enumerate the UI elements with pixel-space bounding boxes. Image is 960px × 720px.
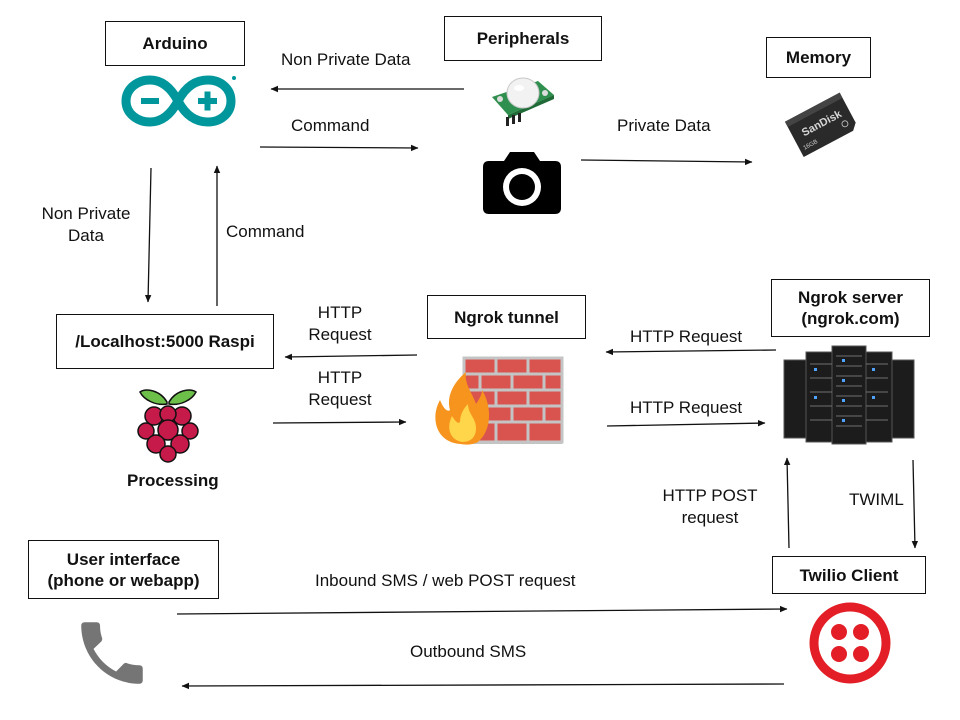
- arduino-logo-icon: [121, 75, 236, 127]
- twilio-title: Twilio Client: [799, 565, 899, 585]
- label-peripherals-to-arduino: Non Private Data: [281, 50, 411, 69]
- label-raspi-to-tunnel: HTTP Request: [300, 367, 380, 411]
- label-tunnel-to-raspi-line1: HTTP: [317, 303, 363, 322]
- arduino-box: Arduino: [105, 21, 245, 66]
- ngrok-server-title-line2: (ngrok.com): [801, 309, 900, 328]
- label-twilio-to-server-line1: HTTP POST: [662, 486, 758, 505]
- arrow-arduino-to-peripherals: [259, 144, 419, 152]
- arrow-server-to-tunnel: [605, 348, 777, 356]
- memory-title: Memory: [785, 48, 852, 67]
- arrow-ui-to-twilio: [176, 605, 788, 615]
- label-server-to-twilio: TWIML: [849, 490, 904, 509]
- phone-icon: [81, 622, 143, 684]
- label-arduino-to-raspi-line2: Data: [68, 226, 104, 245]
- ngrok-server-title-line1: Ngrok server: [798, 288, 903, 307]
- user-interface-title-line2: (phone or webapp): [47, 570, 200, 590]
- label-tunnel-to-server: HTTP Request: [630, 398, 743, 417]
- label-tunnel-to-raspi: HTTP Request: [300, 302, 380, 346]
- pir-sensor-icon: [492, 77, 554, 126]
- memory-box: Memory: [766, 37, 871, 78]
- label-arduino-to-peripherals: Command: [291, 116, 370, 135]
- label-raspi-to-tunnel-line1: HTTP: [317, 368, 363, 387]
- label-twilio-to-server: HTTP POST request: [650, 485, 770, 529]
- label-raspi-to-arduino: Command: [226, 222, 305, 241]
- label-camera-to-memory: Private Data: [617, 116, 711, 135]
- label-twilio-to-ui: Outbound SMS: [410, 642, 527, 661]
- arrow-tunnel-to-raspi: [284, 353, 418, 361]
- arrow-server-to-twilio: [911, 459, 919, 549]
- ngrok-tunnel-title: Ngrok tunnel: [454, 307, 559, 327]
- firewall-icon: [435, 356, 564, 445]
- arrow-raspi-to-tunnel: [272, 418, 407, 426]
- label-arduino-to-raspi: Non Private Data: [36, 203, 136, 247]
- arrow-twilio-to-server: [783, 457, 791, 549]
- label-ui-to-twilio: Inbound SMS / web POST request: [315, 571, 576, 590]
- user-interface-box: User interface (phone or webapp): [28, 540, 219, 599]
- ngrok-tunnel-box: Ngrok tunnel: [427, 295, 586, 339]
- label-raspi-to-tunnel-line2: Request: [308, 390, 372, 409]
- twilio-box: Twilio Client: [772, 556, 926, 594]
- label-arduino-to-raspi-line1: Non Private: [41, 204, 131, 223]
- server-rack-icon: [783, 345, 915, 445]
- arrow-tunnel-to-server: [606, 419, 766, 427]
- raspi-box: /Localhost:5000 Raspi: [56, 314, 274, 369]
- raspberry-pi-icon: [137, 389, 199, 463]
- peripherals-box: Peripherals: [444, 16, 602, 61]
- ngrok-server-box: Ngrok server (ngrok.com): [771, 279, 930, 337]
- label-server-to-tunnel: HTTP Request: [630, 327, 743, 346]
- camera-icon: [483, 152, 561, 214]
- raspi-caption: Processing: [127, 471, 219, 490]
- arrow-arduino-to-raspi: [144, 167, 152, 303]
- peripherals-title: Peripherals: [476, 29, 570, 48]
- raspi-title: /Localhost:5000 Raspi: [75, 332, 255, 351]
- sd-card-icon: SanDisk 16GB: [784, 92, 856, 158]
- label-twilio-to-server-line2: request: [681, 508, 739, 527]
- label-tunnel-to-raspi-line2: Request: [308, 325, 372, 344]
- arrow-twilio-to-ui: [181, 682, 785, 690]
- user-interface-title-line1: User interface: [66, 549, 181, 569]
- arduino-title: Arduino: [142, 34, 208, 53]
- arrow-camera-to-memory: [580, 158, 753, 166]
- twilio-logo-icon: [809, 602, 891, 684]
